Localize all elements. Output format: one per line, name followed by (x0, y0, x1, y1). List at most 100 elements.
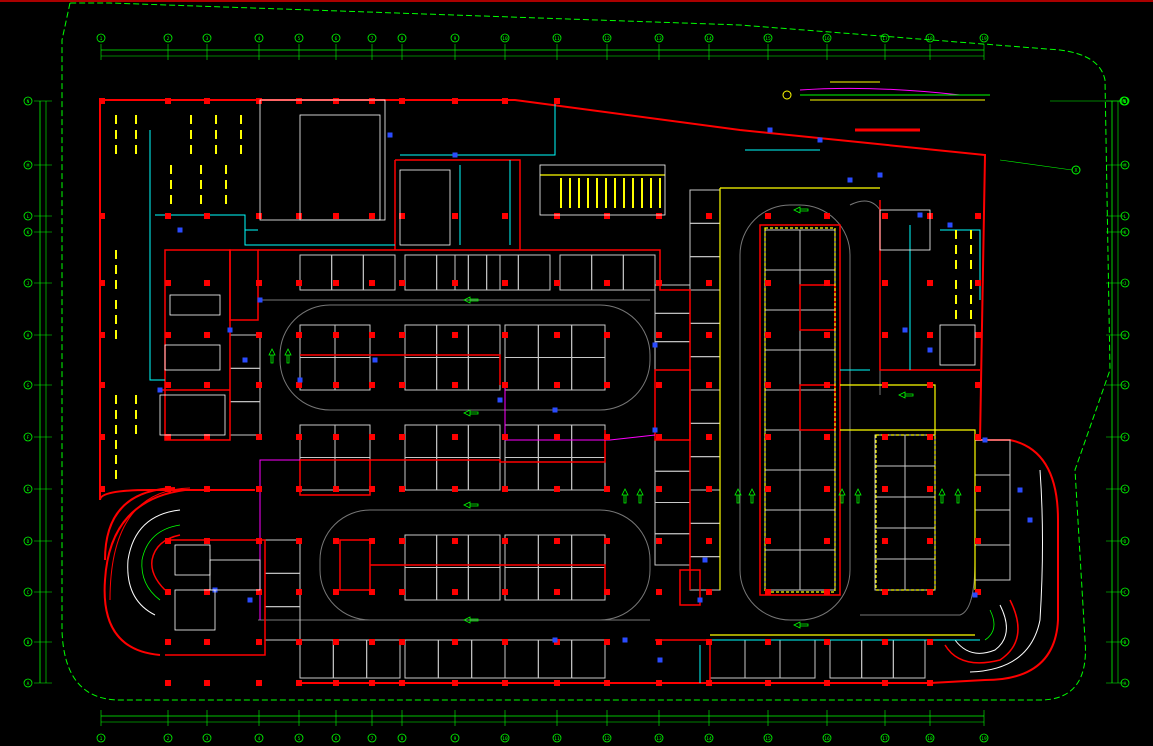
column (369, 434, 375, 440)
axis-bubble (331, 733, 341, 743)
column (204, 434, 210, 440)
traffic-arrows (268, 206, 962, 629)
title-legend (782, 81, 990, 132)
column (824, 538, 830, 544)
electrical-device (497, 397, 503, 403)
parking-stall (622, 254, 656, 291)
axis-bubble (23, 211, 33, 221)
column (765, 332, 771, 338)
column (99, 98, 105, 104)
column (656, 639, 662, 645)
column (765, 486, 771, 492)
column (502, 589, 508, 595)
parking-row-mid-upper (299, 324, 606, 391)
column (706, 434, 712, 440)
fixture (115, 265, 117, 274)
column (165, 98, 171, 104)
axis-label: 13 (656, 36, 662, 42)
parking-stall (571, 357, 606, 391)
axis-label: F (27, 435, 30, 441)
axis-label: 14 (706, 736, 712, 742)
fixture (115, 115, 117, 124)
column (204, 589, 210, 595)
axis-bubble (96, 33, 106, 43)
electrical-device (847, 177, 853, 183)
fixture (190, 130, 192, 139)
axis-label: H (27, 333, 30, 339)
fixture (115, 410, 117, 419)
column (204, 332, 210, 338)
axis-label: J (27, 281, 30, 287)
axis-label: 2 (167, 36, 170, 42)
fixture (115, 455, 117, 464)
parking-stall (362, 254, 396, 291)
axis-label: M (27, 163, 30, 169)
axis-bubble (23, 330, 33, 340)
column (204, 538, 210, 544)
column (399, 332, 405, 338)
fixture (170, 180, 172, 189)
column (882, 589, 888, 595)
column (706, 680, 712, 686)
fixture (215, 115, 217, 124)
fixture (970, 310, 972, 319)
fixture (632, 178, 634, 208)
column (882, 680, 888, 686)
electrical-device (982, 437, 988, 443)
axis-label: L (1124, 214, 1127, 220)
column (369, 332, 375, 338)
axis-bubble (450, 733, 460, 743)
column (165, 680, 171, 686)
column (554, 280, 560, 286)
column (452, 213, 458, 219)
fixture (135, 145, 137, 154)
axis-bubble (552, 33, 562, 43)
column (452, 332, 458, 338)
fixture (200, 195, 202, 204)
axis-label: 3 (206, 736, 209, 742)
fixture (240, 115, 242, 124)
column (204, 98, 210, 104)
column (604, 680, 610, 686)
axis-label: D (1124, 539, 1127, 545)
fixture (614, 178, 616, 208)
column (706, 332, 712, 338)
column (204, 639, 210, 645)
fixture (225, 195, 227, 204)
column (296, 589, 302, 595)
axis-bubble (367, 733, 377, 743)
axis-label: 17 (882, 36, 888, 42)
column (824, 486, 830, 492)
column (554, 98, 560, 104)
axis-label: 10 (502, 736, 508, 742)
column (656, 486, 662, 492)
structural-columns (99, 98, 981, 686)
column (706, 589, 712, 595)
column (165, 213, 171, 219)
fixture (190, 145, 192, 154)
axis-bubble (202, 733, 212, 743)
parking-row-top (299, 254, 656, 291)
axis-bubble (654, 33, 664, 43)
fixture (569, 178, 571, 208)
fixture (596, 178, 598, 208)
axis-bubble (880, 33, 890, 43)
column (165, 434, 171, 440)
column (656, 538, 662, 544)
direction-arrow (463, 616, 479, 624)
axis-bubble (367, 33, 377, 43)
axis-label: C (1124, 590, 1127, 596)
column (604, 332, 610, 338)
column (333, 434, 339, 440)
axis-label: G (1124, 383, 1127, 389)
column (502, 98, 508, 104)
fixture (200, 165, 202, 174)
extra-axis-markers: N X (999, 96, 1129, 175)
column (99, 213, 105, 219)
electrical-device (927, 347, 933, 353)
parking-stall (571, 457, 606, 491)
fixture (955, 230, 957, 239)
column (975, 280, 981, 286)
column (975, 434, 981, 440)
electrical-device (972, 592, 978, 598)
